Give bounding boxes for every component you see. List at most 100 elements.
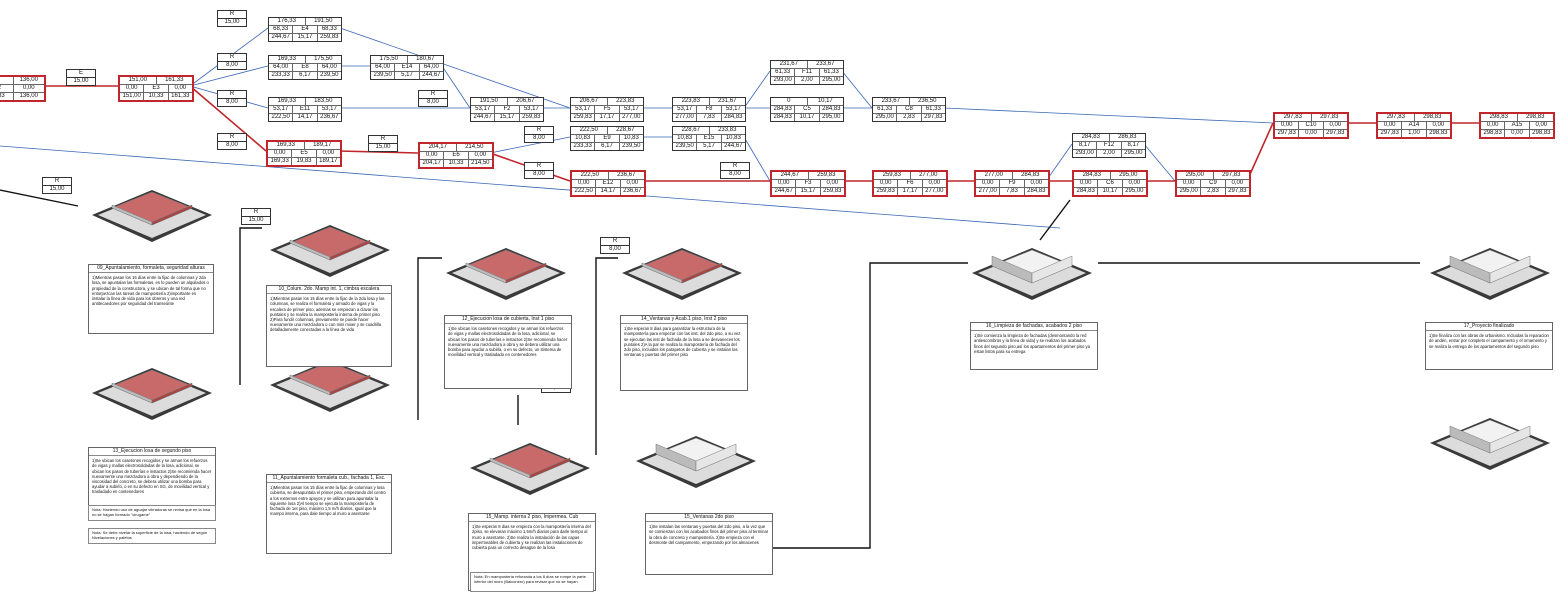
- node-cell: E12: [596, 180, 621, 187]
- node-cell: 284,83: [724, 114, 743, 120]
- tag-duration: 15,00: [73, 78, 89, 84]
- node-cell: 53,17: [269, 106, 294, 113]
- node-cell: 0: [771, 98, 808, 105]
- node-cell: 297,83: [1326, 130, 1345, 136]
- node-cell: 15,17: [293, 34, 318, 41]
- tag-type: R: [601, 238, 629, 246]
- stage-title: 15_Mamp. interna 2 piso, Impermea. Cub: [469, 514, 595, 523]
- tag-type: R: [218, 91, 246, 99]
- node-cell: E9: [595, 135, 620, 142]
- dependency-link: [189, 85, 267, 152]
- node-cell: 293,00: [1073, 150, 1098, 157]
- dependency-link: [743, 136, 771, 182]
- node-cell: 0,00: [772, 180, 797, 187]
- node-cell: E2: [0, 85, 14, 92]
- node-cell: 233,33: [269, 72, 294, 79]
- node-cell: 277,00: [976, 172, 1013, 179]
- tag-duration: 8,00: [226, 99, 238, 105]
- node-cell: 0,00: [120, 85, 145, 92]
- node-cell: 68,33: [321, 26, 337, 32]
- node-cell: 151,00: [120, 93, 145, 100]
- node-cell: 10,33: [444, 160, 469, 167]
- stage-body: 1)Se comienza la limpieza de fachadas (d…: [974, 333, 1090, 354]
- node-cell: C9: [1201, 180, 1226, 187]
- node-cell: 10,83: [571, 135, 596, 142]
- node-cell: 233,83: [718, 127, 737, 133]
- activity-node-left-edge: 136,00E20,0019,83136,00: [0, 75, 46, 102]
- node-cell: 53,17: [623, 106, 639, 112]
- dependency-link: [337, 150, 419, 154]
- stage-title: 12_Ejecucion losa de cubierta, Inst 1 pi…: [445, 316, 571, 325]
- tag-duration: 8,00: [729, 171, 741, 177]
- dependency-link: [743, 70, 771, 109]
- node-cell: 259,83: [522, 114, 541, 120]
- node-cell: 259,83: [823, 188, 842, 194]
- node-cell: 284,83: [771, 114, 796, 121]
- node-cell: 244,67: [471, 114, 496, 121]
- node-cell: 277,00: [622, 114, 641, 120]
- node-cell: 233,67: [873, 98, 910, 105]
- node-cell: 151,00: [120, 77, 157, 84]
- node-cell: 293,00: [771, 77, 796, 84]
- node-cell: 64,00: [423, 64, 439, 70]
- node-cell: 204,17: [420, 160, 445, 167]
- node-cell: 298,83: [1481, 114, 1518, 121]
- node-cell: 61,33: [823, 69, 839, 75]
- node-cell: 15,17: [796, 188, 821, 195]
- node-cell: 2,00: [1097, 150, 1122, 157]
- stage-11-render: [270, 360, 390, 412]
- node-cell: 239,50: [371, 72, 396, 79]
- node-cell: 0,00: [22, 85, 35, 91]
- node-cell: E4: [293, 26, 318, 33]
- node-cell: E3: [144, 85, 169, 92]
- node-cell: 68,33: [269, 26, 294, 33]
- node-cell: 8,17: [1127, 142, 1140, 148]
- node-cell: 297,83: [1275, 130, 1300, 137]
- tag-type: R: [218, 11, 246, 19]
- node-cell: 236,67: [320, 114, 339, 120]
- node-cell: 239,50: [673, 143, 698, 150]
- node-cell: 222,50: [572, 188, 597, 195]
- node-cell: 6,17: [293, 72, 318, 79]
- note-box: Nota: Se debe nivelar la superficie de l…: [88, 528, 216, 544]
- node-cell: 0,00: [1481, 122, 1506, 129]
- node-cell: 10,83: [623, 135, 639, 141]
- node-cell: 223,83: [673, 98, 710, 105]
- node-cell: F9: [1000, 180, 1025, 187]
- stage-14-render: [622, 248, 742, 300]
- node-cell: 2,83: [897, 114, 922, 121]
- node-cell: E5: [292, 150, 317, 157]
- node-cell: 0,00: [1177, 180, 1202, 187]
- node-cell: 53,17: [321, 106, 337, 112]
- stage-flow-line: [1039, 199, 1071, 241]
- node-cell: [0, 77, 14, 84]
- node-cell: 169,33: [269, 98, 306, 105]
- tag-type: R: [525, 127, 553, 135]
- node-cell: 214,50: [465, 144, 484, 150]
- stage-flow-line: [239, 227, 262, 385]
- node-cell: 10,83: [673, 135, 698, 142]
- stage-title: 09_Apuntalamiento, formaleta, seguridad …: [89, 265, 213, 274]
- node-cell: 191,50: [314, 18, 333, 24]
- tag-duration: 15,00: [248, 217, 264, 223]
- stage-body: 1)Mientras pasan los 15 días entre la fi…: [270, 485, 386, 517]
- node-cell: 10,33: [144, 93, 169, 100]
- dependency-link: [841, 70, 873, 109]
- node-cell: 0,00: [174, 85, 187, 91]
